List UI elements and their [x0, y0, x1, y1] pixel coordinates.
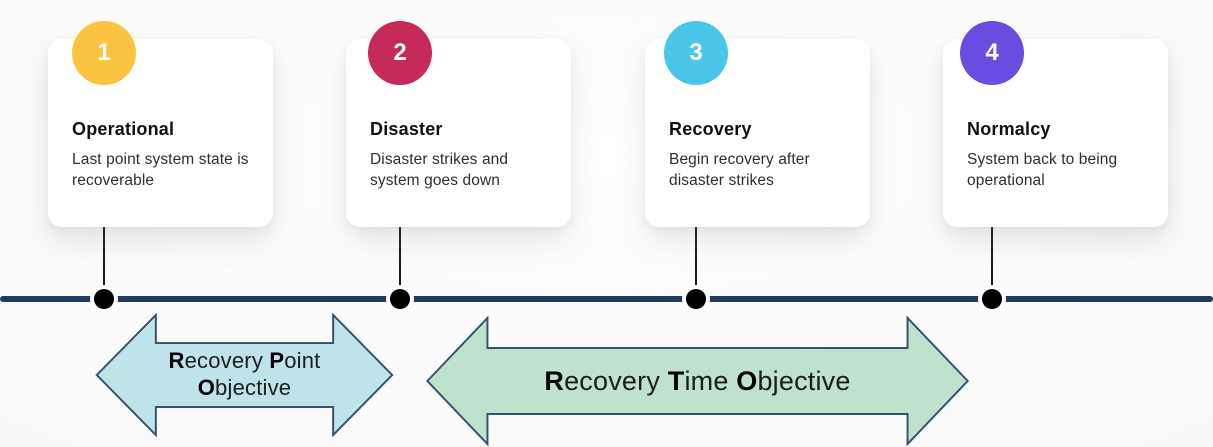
- step-title: Recovery: [669, 119, 752, 139]
- rto-arrow: Recovery Time Objective: [419, 316, 976, 446]
- step-number-badge: 2: [368, 21, 432, 85]
- timeline-dot: [390, 289, 410, 309]
- step-number: 4: [985, 39, 999, 66]
- step-card-disaster: Disaster Disaster strikes and system goe…: [346, 39, 571, 227]
- step-description: Last point system state is recoverable: [72, 151, 249, 189]
- step-number-badge: 4: [960, 21, 1024, 85]
- step-number-badge: 3: [664, 21, 728, 85]
- timeline-dot: [94, 289, 114, 309]
- timeline-line: [0, 296, 1213, 302]
- double-arrow-polygon: [96, 314, 393, 436]
- step-title: Normalcy: [967, 119, 1051, 139]
- step-number-badge: 1: [72, 21, 136, 85]
- step-description: Begin recovery after disaster strikes: [669, 151, 810, 189]
- connector-line: [399, 227, 401, 291]
- step-description: System back to being operational: [967, 151, 1118, 189]
- double-arrow-outline: [95, 313, 394, 437]
- step-number: 3: [689, 39, 703, 66]
- step-title: Disaster: [370, 119, 443, 139]
- rto-arrow-label: Recovery Time Objective: [544, 365, 851, 396]
- step-number: 2: [393, 39, 407, 66]
- step-title: Operational: [72, 119, 175, 139]
- double-arrow-shape: [425, 316, 970, 446]
- timeline-dot: [686, 289, 706, 309]
- rpo-arrow-label: Recovery Point Objective: [168, 348, 321, 400]
- step-number: 1: [97, 39, 111, 66]
- double-arrow-outline: [425, 316, 970, 446]
- step-description: Disaster strikes and system goes down: [370, 151, 509, 189]
- timeline-dot: [982, 289, 1002, 309]
- connector-line: [991, 227, 993, 291]
- connector-line: [695, 227, 697, 291]
- connector-line: [103, 227, 105, 291]
- double-arrow-polygon: [427, 317, 968, 445]
- rpo-arrow: Recovery Point Objective: [92, 313, 397, 437]
- double-arrow-shape: [95, 313, 394, 437]
